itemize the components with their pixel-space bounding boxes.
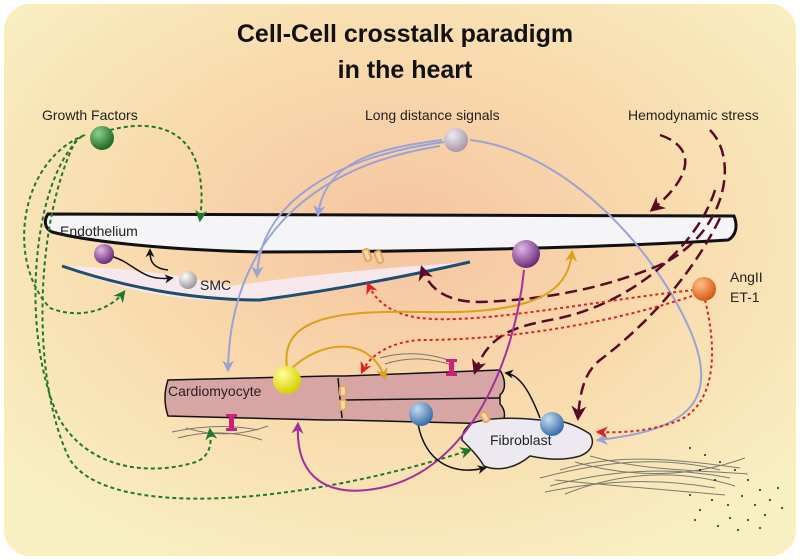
endothelium-label: Endothelium [60, 223, 138, 239]
background-panel [4, 4, 796, 556]
long-distance-sphere [444, 128, 468, 152]
local-signal-arrows [109, 248, 541, 474]
growth-factor-arrows [23, 125, 473, 500]
smc-label: SMC [200, 277, 231, 293]
gap-junction-fibroblast [479, 410, 491, 424]
title-line-1: Cell-Cell crosstalk paradigm [237, 20, 573, 48]
cardiomyocyte-factor-sphere [273, 366, 301, 394]
integrin-marker [226, 359, 457, 431]
fibroblast-label: Fibroblast [490, 432, 552, 448]
ecm-fibers [539, 455, 749, 496]
hemodynamic-stress-label: Hemodynamic stress [628, 107, 759, 123]
long-distance-signals-label: Long distance signals [365, 107, 500, 123]
endothelium-cell [43, 212, 738, 254]
growth-factors-label: Growth Factors [42, 107, 138, 123]
gap-junction-cardiomyocyte [339, 385, 347, 411]
endothelial-signal-arrows [291, 269, 525, 492]
ecm-fibers-cardiomyocyte [171, 353, 456, 441]
angII-label: AngII [730, 269, 763, 285]
angII-arrows [360, 281, 714, 439]
smc-sphere [179, 271, 197, 289]
fibroblast-factor-sphere-2 [540, 412, 564, 436]
long-distance-arrows [222, 139, 703, 445]
angII-sphere [692, 277, 716, 301]
growth-factor-sphere [90, 126, 114, 150]
gap-junction-endothelium [361, 247, 385, 265]
ecm-particles [689, 447, 783, 531]
et1-label: ET-1 [730, 289, 760, 305]
endothelial-small-sphere [94, 244, 114, 264]
cardiomyocyte-signal-arrows [285, 249, 578, 381]
hemodynamic-arrows [418, 129, 726, 421]
myocyte-division [344, 397, 501, 401]
intercalated-disc [337, 377, 343, 419]
smc-outline [61, 260, 471, 302]
cardiomyocyte-label: Cardiomyocyte [168, 383, 262, 399]
title-line-2: in the heart [338, 56, 473, 84]
endothelial-factor-sphere [512, 240, 540, 268]
fibroblast-factor-sphere-1 [409, 402, 433, 426]
